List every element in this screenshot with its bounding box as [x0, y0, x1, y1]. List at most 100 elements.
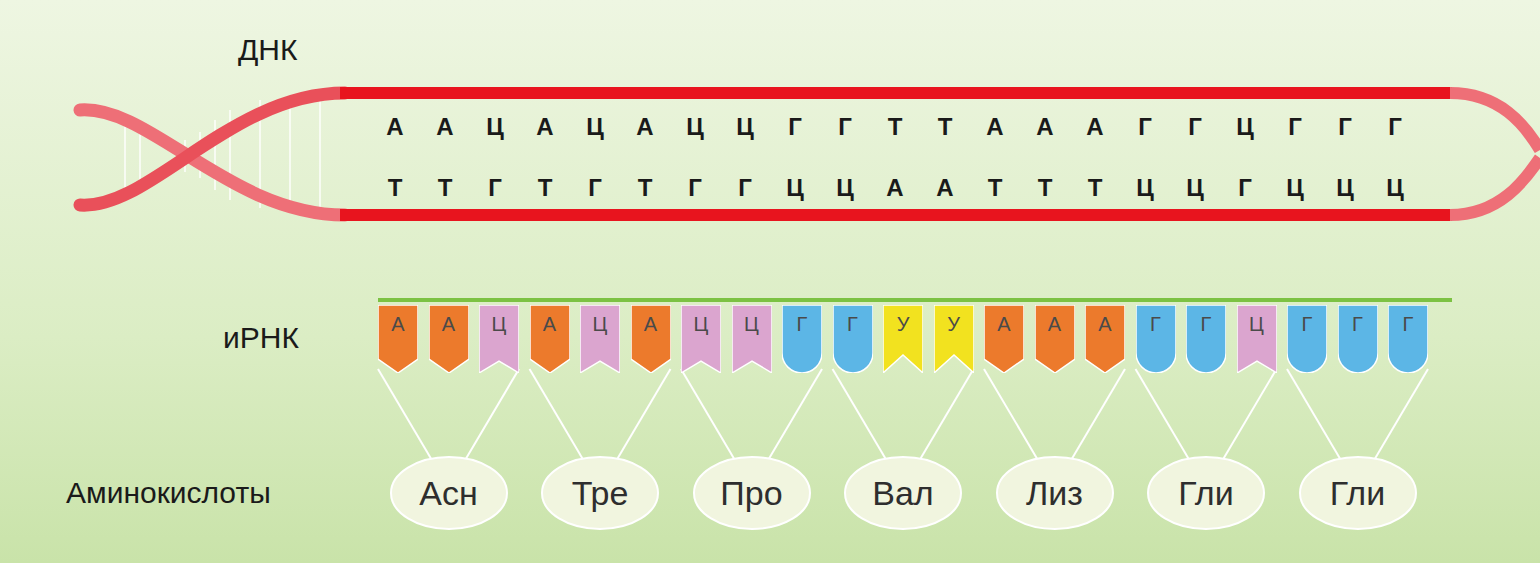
tab-outline	[732, 305, 772, 373]
tab-outline	[1035, 305, 1075, 373]
tab-outline	[1388, 305, 1428, 373]
dna-base: Г	[688, 174, 702, 202]
codon-link	[920, 369, 973, 459]
base-letter: А	[530, 313, 570, 336]
base-letter: Г	[1186, 313, 1226, 336]
tab-outline	[833, 305, 873, 373]
base-letter: Ц	[479, 313, 519, 336]
helix-strand	[1450, 158, 1540, 215]
dna-base: Т	[438, 174, 453, 202]
nucleotide-tab: А	[984, 305, 1024, 373]
dna-base: Ц	[486, 113, 504, 141]
amino-acid-ellipse: Лиз	[995, 455, 1115, 531]
nucleotide-tab: А	[1035, 305, 1075, 373]
dna-base: А	[886, 174, 903, 202]
dna-base: А	[936, 174, 953, 202]
dna-base: Т	[888, 113, 903, 141]
base-letter: А	[1035, 313, 1075, 336]
nucleotide-tab: А	[378, 305, 418, 373]
amino-acid-ellipse: Гли	[1146, 455, 1266, 531]
dna-base: Ц	[686, 113, 704, 141]
ellipse-outline	[845, 457, 961, 529]
nucleotide-tab: Г	[1136, 305, 1176, 373]
codon-link	[1072, 369, 1125, 459]
tab-outline	[530, 305, 570, 373]
nucleotide-tab: Г	[782, 305, 822, 373]
tab-outline	[1186, 305, 1226, 373]
ellipse-outline	[391, 457, 507, 529]
tab-outline	[479, 305, 519, 373]
tab-outline	[429, 305, 469, 373]
base-letter: Ц	[681, 313, 721, 336]
dna-base: Ц	[736, 113, 754, 141]
amino-acid-ellipse: Асн	[389, 455, 509, 531]
dna-base: Т	[988, 174, 1003, 202]
codon-link	[466, 369, 519, 459]
base-letter: А	[378, 313, 418, 336]
base-letter: У	[934, 313, 974, 336]
dna-strand-bar	[340, 209, 1452, 221]
nucleotide-tab: А	[530, 305, 570, 373]
base-letter: А	[631, 313, 671, 336]
dna-base: А	[986, 113, 1003, 141]
dna-strand-bar	[340, 87, 1452, 99]
tab-outline	[1287, 305, 1327, 373]
tab-outline	[1237, 305, 1277, 373]
nucleotide-tab: Ц	[1237, 305, 1277, 373]
dna-base: Ц	[1186, 174, 1204, 202]
dna-base: Г	[788, 113, 802, 141]
tab-outline	[1338, 305, 1378, 373]
tab-outline	[883, 305, 923, 373]
codon-link	[681, 369, 734, 459]
base-letter: А	[1085, 313, 1125, 336]
amino-acid-name: Вал	[872, 474, 933, 513]
codon-link	[769, 369, 822, 459]
dna-base: А	[386, 113, 403, 141]
helix-strand	[1450, 93, 1540, 150]
row-title: Аминокислоты	[66, 476, 271, 510]
dna-base: Т	[388, 174, 403, 202]
dna-base: Г	[488, 174, 502, 202]
amino-acid-name: Тре	[572, 474, 629, 513]
base-letter: Ц	[1237, 313, 1277, 336]
tab-outline	[580, 305, 620, 373]
base-letter: Г	[833, 313, 873, 336]
amino-acid-name: Гли	[1330, 474, 1385, 513]
dna-base: Г	[588, 174, 602, 202]
codon-link	[617, 369, 670, 459]
dna-base: Ц	[836, 174, 854, 202]
nucleotide-tab: Г	[1388, 305, 1428, 373]
nucleotide-tab: Г	[1338, 305, 1378, 373]
codon-link	[1287, 369, 1340, 459]
base-letter: Г	[1136, 313, 1176, 336]
dna-base: Ц	[1236, 113, 1254, 141]
nucleotide-tab: А	[1085, 305, 1125, 373]
mrna-backbone	[378, 298, 1452, 302]
dna-base: Ц	[1286, 174, 1304, 202]
amino-acid-ellipse: Тре	[540, 455, 660, 531]
base-letter: Г	[782, 313, 822, 336]
nucleotide-tab: Ц	[479, 305, 519, 373]
dna-base: А	[636, 113, 653, 141]
tab-outline	[984, 305, 1024, 373]
dna-base: Г	[1388, 113, 1402, 141]
tab-outline	[378, 305, 418, 373]
dna-base: А	[1086, 113, 1103, 141]
tab-outline	[782, 305, 822, 373]
dna-base: Г	[1188, 113, 1202, 141]
codon-link	[1136, 369, 1189, 459]
ellipse-outline	[1148, 457, 1264, 529]
amino-acid-ellipse: Вал	[843, 455, 963, 531]
amino-acid-name: Гли	[1178, 474, 1233, 513]
nucleotide-tab: У	[934, 305, 974, 373]
tab-outline	[1085, 305, 1125, 373]
nucleotide-tab: Г	[1287, 305, 1327, 373]
dna-base: Ц	[1386, 174, 1404, 202]
dna-base: Т	[638, 174, 653, 202]
base-letter: А	[429, 313, 469, 336]
codon-link	[1223, 369, 1276, 459]
codon-link	[530, 369, 583, 459]
codon-link	[833, 369, 886, 459]
dna-base: Т	[938, 113, 953, 141]
